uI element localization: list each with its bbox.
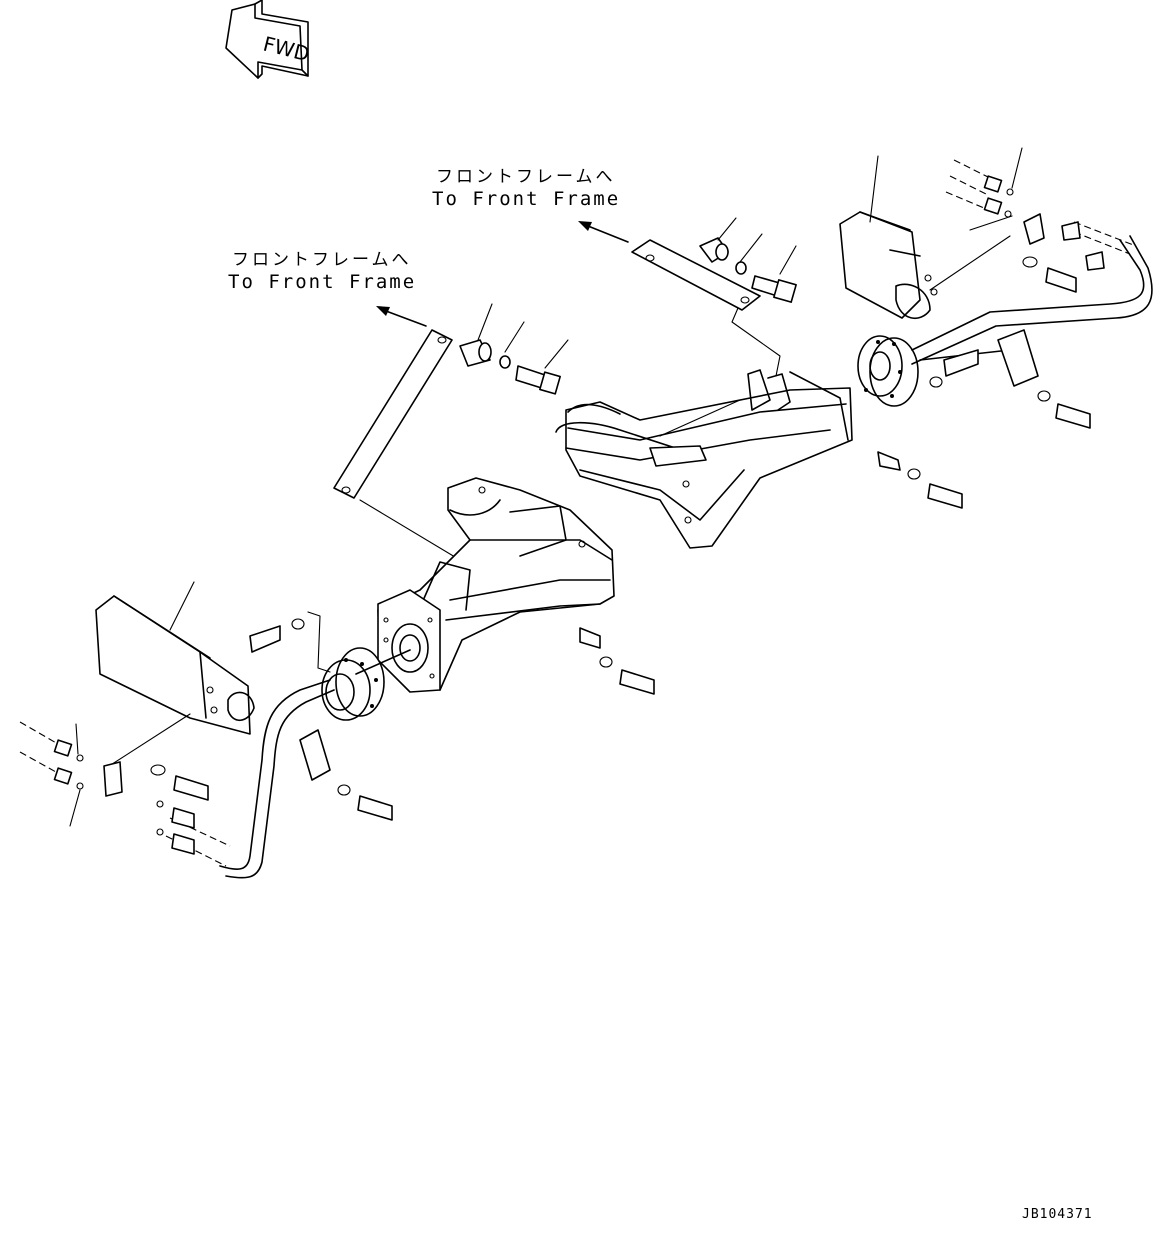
left-flange xyxy=(321,647,411,721)
upper-pin-bolt-set xyxy=(699,217,797,303)
lower-pin-bolt-set xyxy=(459,303,569,395)
right-bracket-housing xyxy=(839,155,1011,320)
right-flange xyxy=(857,335,1011,407)
lower-link-bar xyxy=(333,329,471,567)
front-axle-frame xyxy=(377,477,615,693)
callout-front-frame-upper: フロントフレームへ To Front Frame xyxy=(432,167,629,243)
rear-axle-frame xyxy=(555,369,853,549)
callout-en-lower: To Front Frame xyxy=(228,271,416,293)
callout-front-frame-lower: フロントフレームへ To Front Frame xyxy=(228,250,427,327)
drawing-code: JB104371 xyxy=(1022,1207,1093,1222)
right-bolts xyxy=(877,147,1105,509)
left-bolts xyxy=(19,611,655,855)
callout-jp-lower: フロントフレームへ xyxy=(232,250,412,270)
callout-jp-upper: フロントフレームへ xyxy=(436,167,616,187)
callout-en-upper: To Front Frame xyxy=(432,188,620,210)
upper-link-bar xyxy=(631,239,781,377)
left-bracket-housing xyxy=(95,581,255,769)
fwd-arrow-icon: FWD xyxy=(225,0,312,79)
